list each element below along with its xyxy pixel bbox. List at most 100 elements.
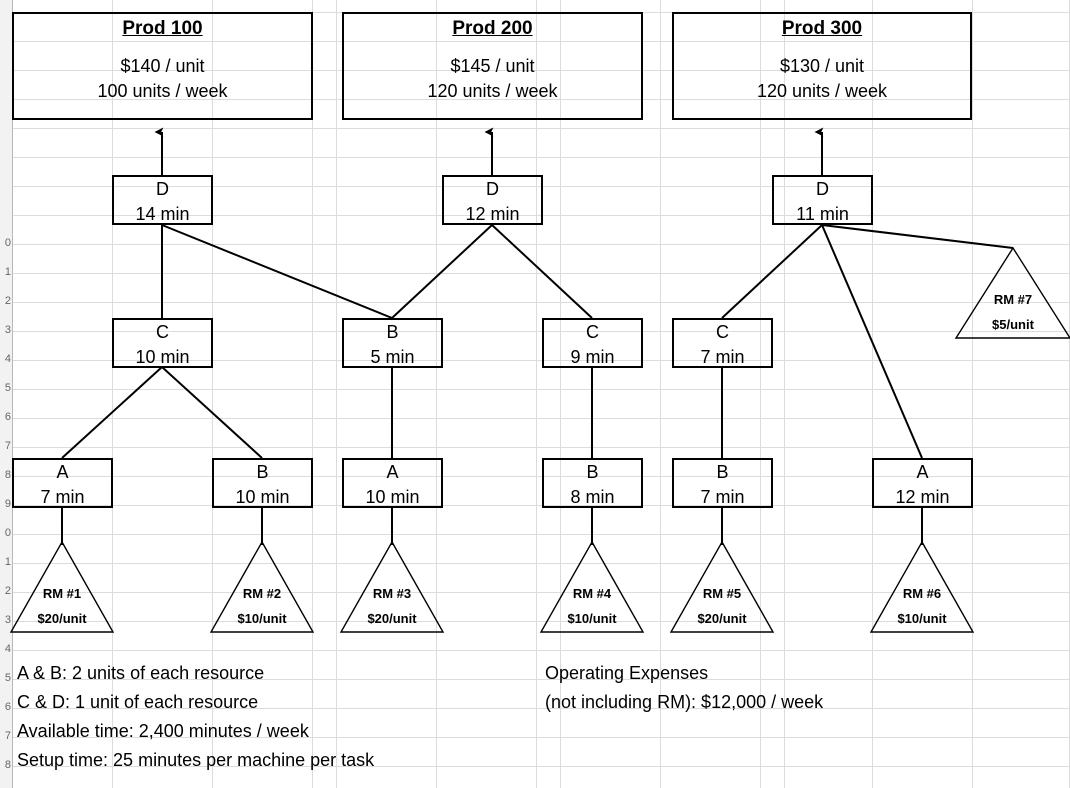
rm-cost: $10/unit	[237, 611, 287, 626]
grid-line-horizontal	[12, 447, 1070, 448]
task-name: A	[386, 462, 399, 482]
grid-line-vertical	[784, 0, 785, 788]
rm-name: RM #4	[572, 586, 612, 601]
task-name: C	[586, 322, 599, 342]
product-box-prod-300[interactable]: Prod 300 $130 / unit 120 units / week	[672, 12, 972, 120]
task-box-b-10[interactable]: B 10 min	[212, 458, 313, 508]
row-header-label[interactable]: 2	[4, 295, 11, 307]
row-header-label[interactable]: 5	[4, 672, 11, 684]
product-demand: 100 units / week	[97, 81, 228, 101]
product-demand: 120 units / week	[756, 81, 888, 101]
note-setup-time: Setup time: 25 minutes per machine per t…	[17, 750, 375, 770]
task-box-d-12[interactable]: D 12 min	[442, 175, 543, 225]
row-header-label[interactable]: 3	[4, 614, 11, 626]
task-box-a-7[interactable]: A 7 min	[12, 458, 113, 508]
task-name: A	[916, 462, 929, 482]
row-header-label[interactable]: 7	[4, 440, 11, 452]
grid-line-horizontal	[12, 157, 1070, 158]
task-box-a-12[interactable]: A 12 min	[872, 458, 973, 508]
product-demand: 120 units / week	[427, 81, 558, 101]
grid-line-horizontal	[12, 650, 1070, 651]
row-header-label[interactable]: 5	[4, 382, 11, 394]
task-time: 8 min	[570, 487, 615, 507]
rm-cost: $10/unit	[897, 611, 947, 626]
row-header-label[interactable]: 8	[4, 469, 11, 481]
rm-label-2: RM #2 $10/unit	[212, 586, 312, 626]
row-header-label[interactable]: 6	[4, 701, 11, 713]
row-header-label[interactable]: 9	[4, 498, 11, 510]
grid-line-horizontal	[12, 331, 1070, 332]
note-resource-ab: A & B: 2 units of each resource	[17, 663, 265, 683]
task-name: B	[586, 462, 599, 482]
rm-label-3: RM #3 $20/unit	[342, 586, 442, 626]
task-name: D	[156, 179, 169, 199]
task-box-c-9[interactable]: C 9 min	[542, 318, 643, 368]
grid-line-horizontal	[12, 389, 1070, 390]
product-price: $140 / unit	[120, 56, 205, 76]
task-name: C	[716, 322, 729, 342]
grid-line-horizontal	[12, 737, 1070, 738]
row-header-label[interactable]: 7	[4, 730, 11, 742]
task-time: 7 min	[40, 487, 85, 507]
task-box-b-8[interactable]: B 8 min	[542, 458, 643, 508]
rm-cost: $20/unit	[697, 611, 747, 626]
grid-line-vertical	[312, 0, 313, 788]
rm-cost: $5/unit	[992, 317, 1034, 332]
grid-line-horizontal	[12, 360, 1070, 361]
rm-cost: $20/unit	[367, 611, 417, 626]
product-box-prod-100[interactable]: Prod 100 $140 / unit 100 units / week	[12, 12, 313, 120]
product-price: $145 / unit	[450, 56, 535, 76]
row-header-label[interactable]: 4	[4, 643, 11, 655]
row-header-label[interactable]: 1	[4, 266, 11, 278]
grid-line-horizontal	[12, 505, 1070, 506]
row-header-label[interactable]: 0	[4, 237, 11, 249]
task-name: D	[486, 179, 499, 199]
task-box-a-10[interactable]: A 10 min	[342, 458, 443, 508]
rm-cost: $20/unit	[37, 611, 87, 626]
row-header-label[interactable]: 4	[4, 353, 11, 365]
row-header-label[interactable]: 8	[4, 759, 11, 771]
row-header-label[interactable]: 6	[4, 411, 11, 423]
rm-name: RM #2	[242, 586, 282, 601]
rm-label-5: RM #5 $20/unit	[672, 586, 772, 626]
grid-line-vertical	[660, 0, 661, 788]
task-time: 10 min	[135, 347, 190, 367]
product-box-prod-200[interactable]: Prod 200 $145 / unit 120 units / week	[342, 12, 643, 120]
task-name: B	[386, 322, 399, 342]
note-resource-cd: C & D: 1 unit of each resource	[17, 692, 259, 712]
grid-line-horizontal	[12, 708, 1070, 709]
task-box-c-7[interactable]: C 7 min	[672, 318, 773, 368]
grid-line-horizontal	[12, 766, 1070, 767]
row-header-gutter	[0, 0, 13, 788]
task-name: B	[716, 462, 729, 482]
task-time: 12 min	[895, 487, 950, 507]
row-header-label[interactable]: 1	[4, 556, 11, 568]
rm-label-1: RM #1 $20/unit	[12, 586, 112, 626]
grid-line-vertical	[972, 0, 973, 788]
grid-line-vertical	[336, 0, 337, 788]
grid-line-horizontal	[12, 476, 1070, 477]
task-box-d-11[interactable]: D 11 min	[772, 175, 873, 225]
rm-name: RM #1	[42, 586, 82, 601]
note-available-time: Available time: 2,400 minutes / week	[17, 721, 309, 741]
grid-line-horizontal	[12, 70, 1070, 71]
product-title: Prod 100	[122, 18, 203, 39]
row-header-label[interactable]: 3	[4, 324, 11, 336]
task-time: 11 min	[796, 204, 849, 224]
grid-line-horizontal	[12, 41, 1070, 42]
task-box-b-7[interactable]: B 7 min	[672, 458, 773, 508]
grid-line-vertical	[536, 0, 537, 788]
product-price: $130 / unit	[779, 56, 865, 76]
task-box-d-14[interactable]: D 14 min	[112, 175, 213, 225]
task-time: 7 min	[700, 347, 745, 367]
rm-name: RM #5	[702, 586, 742, 601]
row-header-label[interactable]: 0	[4, 527, 11, 539]
product-title: Prod 300	[781, 18, 863, 39]
rm-name: RM #3	[372, 586, 412, 601]
row-header-label[interactable]: 2	[4, 585, 11, 597]
task-box-c-10[interactable]: C 10 min	[112, 318, 213, 368]
task-box-b-5[interactable]: B 5 min	[342, 318, 443, 368]
task-name: A	[56, 462, 69, 482]
